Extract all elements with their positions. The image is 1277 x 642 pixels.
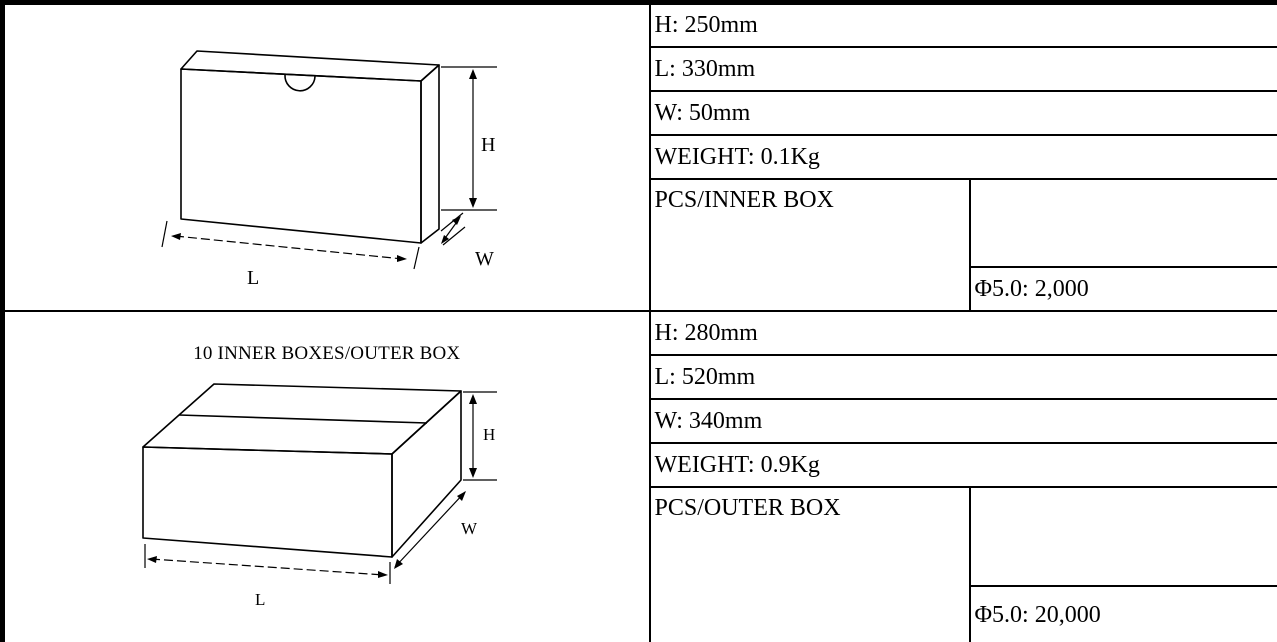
inner-box-top-face — [181, 51, 439, 81]
inner-box-label-h: H — [481, 134, 495, 156]
outer-box-label-h: H — [483, 425, 495, 444]
inner-box-width: W: 50mm — [650, 91, 1277, 135]
outer-box-length: L: 520mm — [650, 355, 1277, 399]
outer-box-row-height: 10 INNER BOXES/OUTER BOX — [3, 311, 1277, 355]
inner-box-pcs-label: PCS/INNER BOX — [650, 179, 970, 312]
inner-box-weight: WEIGHT: 0.1Kg — [650, 135, 1277, 179]
inner-box-side-face — [421, 65, 439, 243]
inner-box-row-height: H L W H: 250mm — [3, 3, 1277, 47]
inner-box-label-l: L — [247, 267, 259, 289]
outer-box-pcs-value: Φ5.0: 20,000 — [970, 586, 1277, 642]
outer-box-side-face — [392, 391, 461, 557]
outer-box-label-w: W — [461, 519, 478, 538]
outer-box-diagram-cell: 10 INNER BOXES/OUTER BOX — [3, 311, 650, 642]
outer-box-height: H: 280mm — [650, 311, 1277, 355]
outer-box-tape-seam — [179, 415, 427, 423]
outer-box-label-l: L — [255, 590, 265, 609]
outer-box-pcs-value-top — [970, 487, 1277, 586]
inner-box-height: H: 250mm — [650, 3, 1277, 47]
inner-box-pcs-value-top — [970, 179, 1277, 268]
inner-box-diagram-cell: H L W — [3, 3, 650, 312]
inner-box-label-w: W — [475, 248, 494, 270]
inner-box-pcs-value: Φ5.0: 2,000 — [970, 267, 1277, 311]
inner-box-thumb-notch — [285, 75, 315, 91]
inner-box-length: L: 330mm — [650, 47, 1277, 91]
outer-box-caption: 10 INNER BOXES/OUTER BOX — [5, 344, 649, 363]
outer-box-front-face — [143, 447, 392, 557]
outer-box-pcs-label: PCS/OUTER BOX — [650, 487, 970, 642]
outer-box-weight: WEIGHT: 0.9Kg — [650, 443, 1277, 487]
inner-box-front-face — [181, 69, 421, 243]
outer-box-width: W: 340mm — [650, 399, 1277, 443]
inner-box-diagram: H L W — [5, 5, 645, 310]
